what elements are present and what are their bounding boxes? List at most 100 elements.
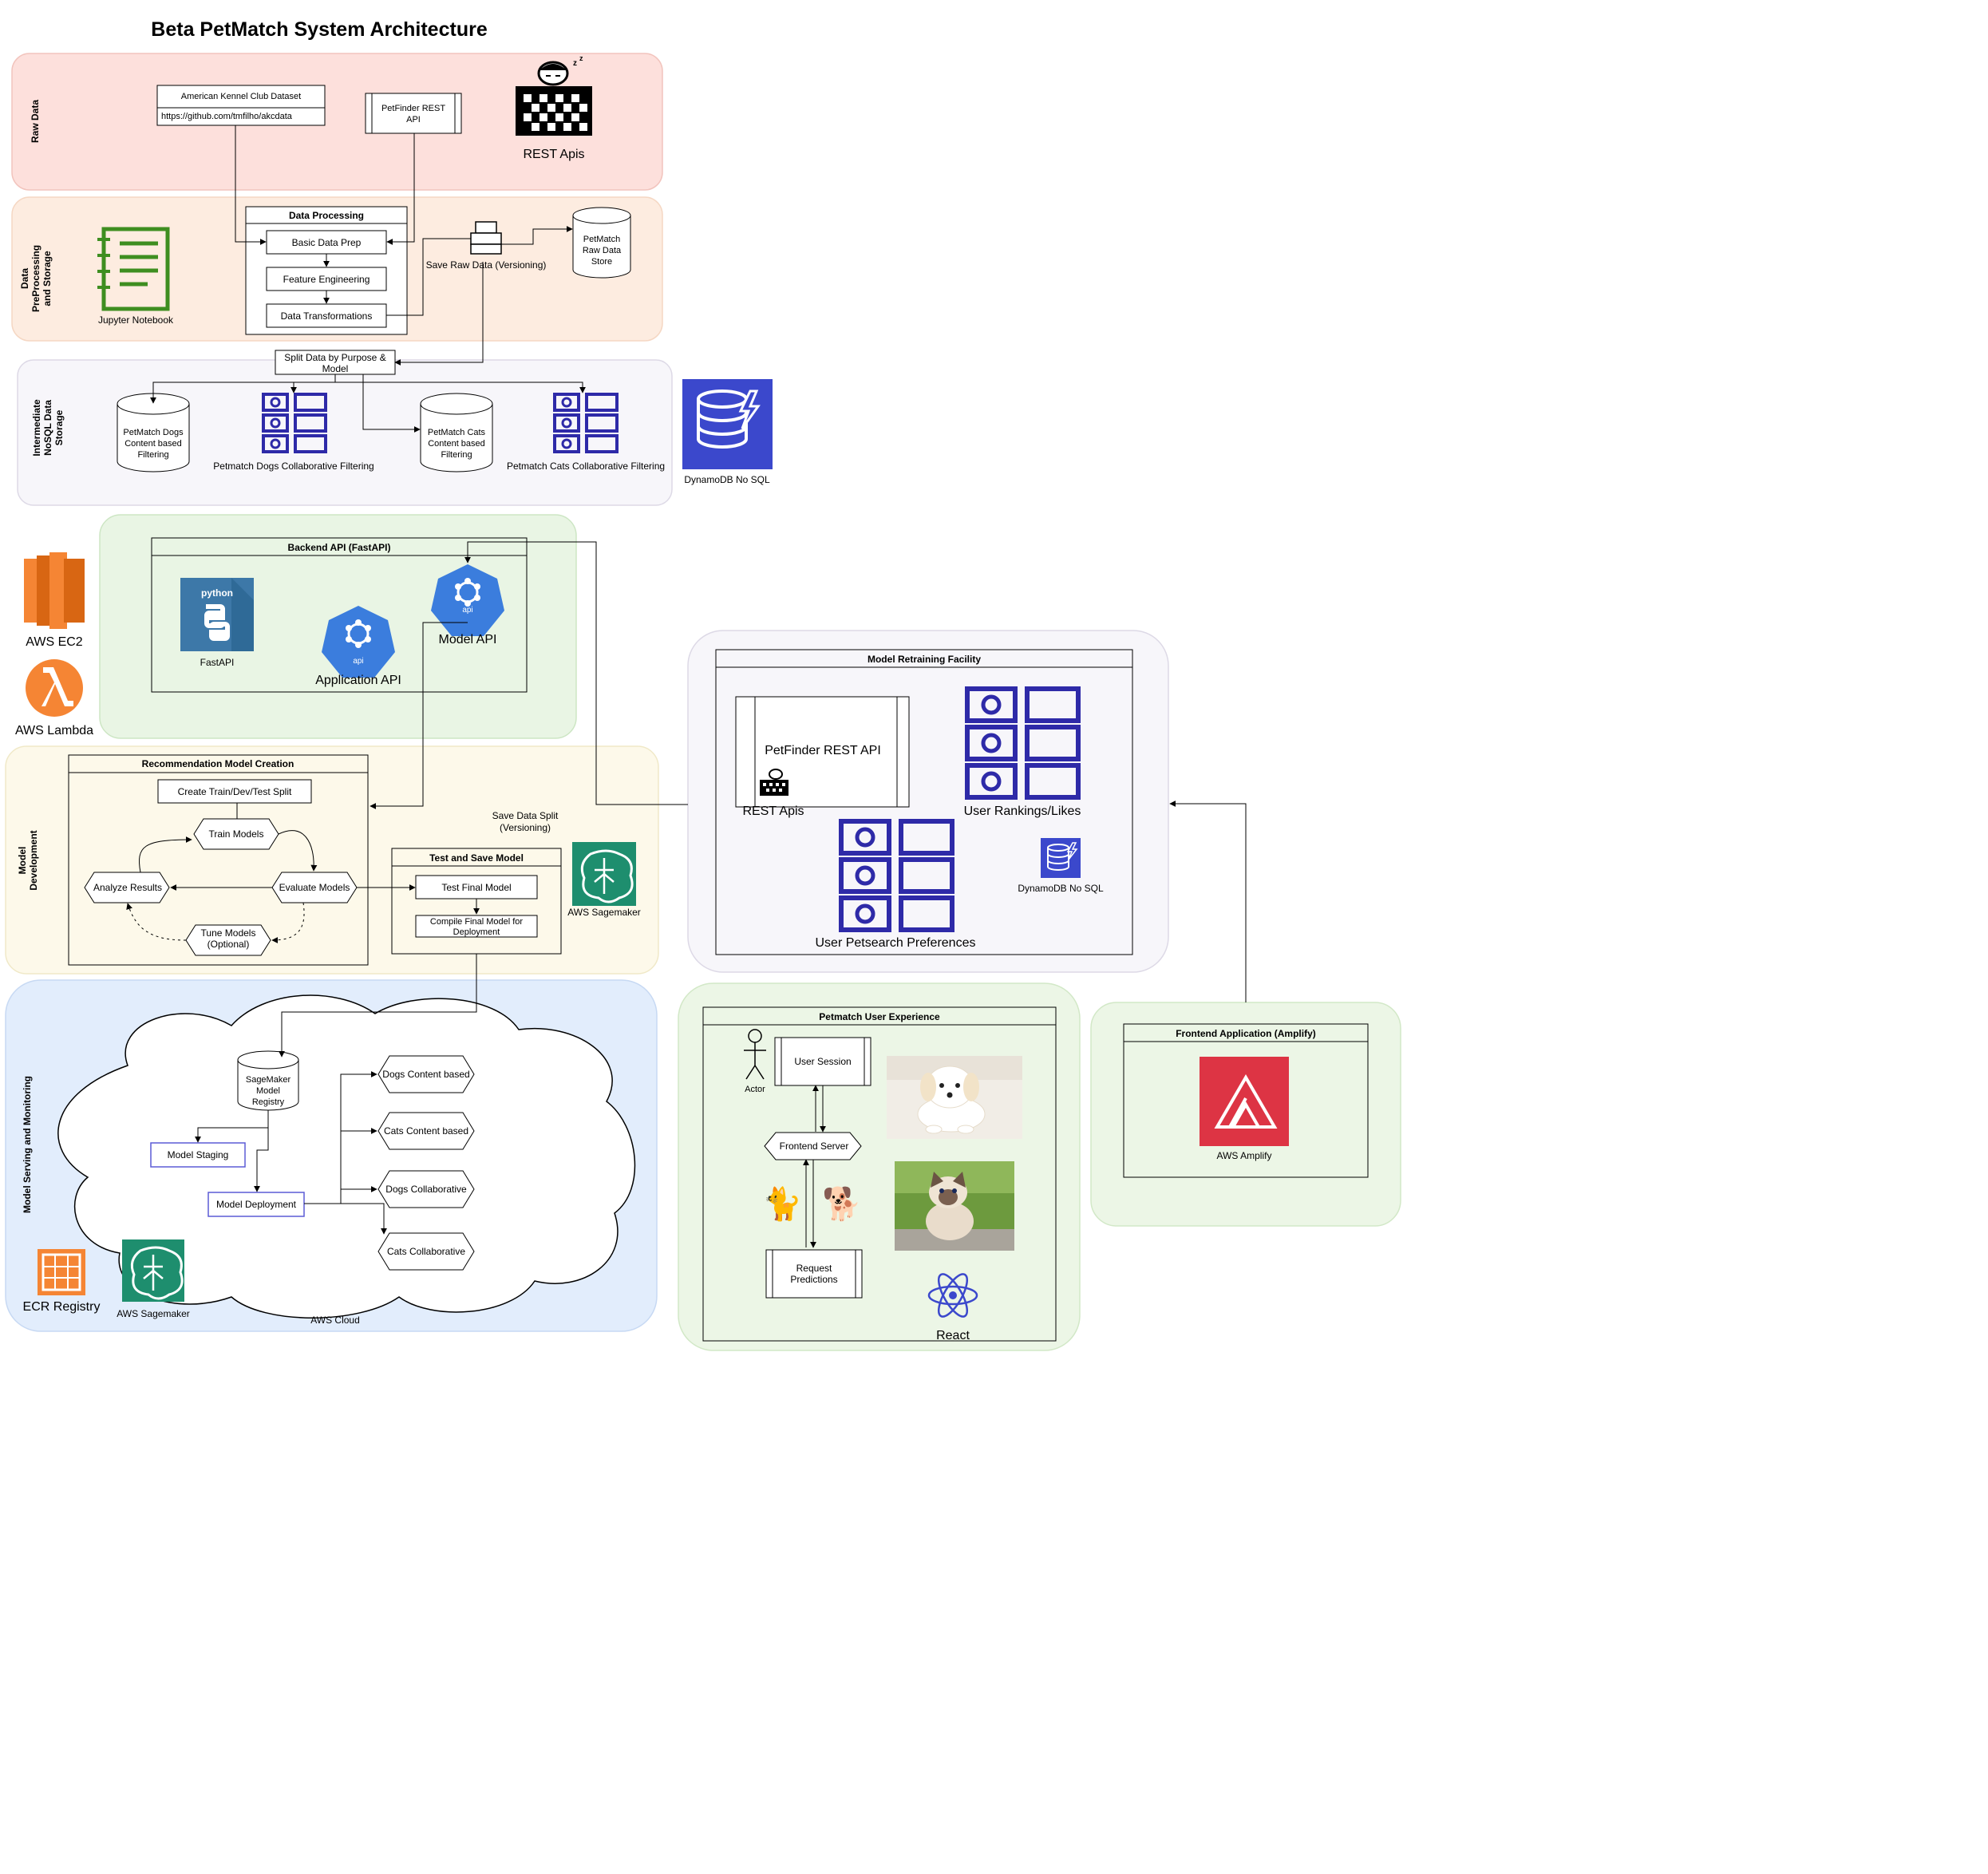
- basic-data-prep-step[interactable]: [266, 230, 387, 255]
- serving-lane: Model Serving and Monitoring AWS Cloud S…: [5, 979, 658, 1332]
- feature-engineering-step[interactable]: [266, 267, 387, 291]
- split-data-box[interactable]: Split Data by Purpose & Model: [275, 350, 396, 375]
- application-api-word: api: [353, 657, 363, 666]
- puppy-photo: [887, 1056, 1022, 1139]
- svg-text:Model: Model: [256, 1086, 280, 1096]
- cat-emoji-icon: 🐈: [762, 1185, 802, 1222]
- application-api-label: Application API: [315, 674, 401, 687]
- model-dev-lane-label-1: Model: [17, 847, 28, 875]
- model-creation-container: [68, 754, 369, 966]
- svg-text:Tune Models: Tune Models: [201, 927, 256, 939]
- endpoint-cats-content-label: Cats Content based: [384, 1125, 468, 1137]
- raw-store-line2: Raw Data: [583, 246, 622, 255]
- frontend-title: Frontend Application (Amplify): [1176, 1028, 1316, 1039]
- svg-text:Intermediate: Intermediate: [31, 399, 42, 457]
- retraining-dynamodb-label: DynamoDB No SQL: [1018, 883, 1104, 894]
- dynamodb-icon: DynamoDB No SQL: [682, 379, 773, 485]
- ux-lane: Petmatch User Experience Actor User Sess…: [678, 982, 1081, 1351]
- svg-text:(Optional): (Optional): [207, 939, 250, 950]
- model-api-word: api: [462, 606, 472, 615]
- model-staging-node[interactable]: [150, 1142, 246, 1168]
- endpoint-cats-collab[interactable]: [377, 1232, 475, 1271]
- application-api-icon[interactable]: api: [322, 606, 395, 678]
- save-raw-data-icon: [470, 221, 502, 255]
- data-processing-container: Data Processing Basic Data Prep Feature …: [245, 206, 408, 335]
- storage-lane-label-2: NoSQL Data: [42, 400, 53, 456]
- akc-dataset-box[interactable]: American Kennel Club Dataset https://git…: [156, 85, 326, 126]
- svg-text:Raw Data: Raw Data: [583, 246, 622, 255]
- compile-model-step[interactable]: [415, 915, 538, 938]
- model-api-icon[interactable]: api: [431, 564, 504, 636]
- tune-models-line1: Tune Models: [201, 927, 256, 939]
- fastapi-label: FastAPI: [200, 657, 235, 668]
- checker-blanket-icon: [516, 86, 592, 136]
- cats-content-line2: Content based: [428, 439, 485, 449]
- svg-text:Predictions: Predictions: [790, 1274, 837, 1285]
- sagemaker-registry-cylinder[interactable]: SageMaker Model Registry: [237, 1050, 299, 1111]
- model-deployment-node[interactable]: [207, 1192, 305, 1217]
- svg-text:Development: Development: [28, 830, 39, 890]
- analyze-results-node[interactable]: [84, 872, 170, 903]
- feature-engineering-label: Feature Engineering: [283, 274, 370, 285]
- dog-emoji-icon: 🐕: [822, 1185, 862, 1222]
- svg-text:PetMatch Dogs: PetMatch Dogs: [123, 428, 184, 437]
- cats-collab-label: Petmatch Cats Collaborative Filtering: [507, 461, 665, 472]
- connectors: [150, 125, 1247, 1058]
- cats-content-store-cylinder[interactable]: PetMatch Cats Content based Filtering: [420, 393, 493, 472]
- registry-line3: Registry: [252, 1097, 285, 1107]
- svg-text:Save Data Split: Save Data Split: [492, 810, 559, 821]
- endpoint-dogs-content-label: Dogs Content based: [382, 1069, 469, 1080]
- request-predictions-box[interactable]: Request Predictions: [765, 1249, 863, 1299]
- svg-text:Storage: Storage: [53, 409, 65, 445]
- user-prefs-label: User Petsearch Preferences: [816, 936, 976, 950]
- dogs-content-line1: PetMatch Dogs: [123, 428, 184, 437]
- request-predictions-line1: Request: [796, 1263, 832, 1274]
- storage-lane-label-3: Storage: [53, 409, 65, 445]
- preprocessing-lane: Data PreProcessing and Storage Jupyter N…: [11, 196, 663, 342]
- endpoint-dogs-collab[interactable]: [377, 1170, 475, 1208]
- split-data-line2: Model: [322, 363, 349, 374]
- svg-text:SageMaker: SageMaker: [246, 1075, 291, 1085]
- ecr-registry-icon: ECR Registry: [23, 1249, 100, 1314]
- frontend-server-label: Frontend Server: [780, 1141, 849, 1152]
- aws-cloud-label: AWS Cloud: [310, 1315, 360, 1326]
- evaluate-models-label: Evaluate Models: [279, 882, 350, 893]
- data-transformations-step[interactable]: [266, 303, 387, 328]
- frontend-server-node[interactable]: [764, 1132, 862, 1160]
- python-icon: python: [180, 578, 254, 651]
- create-split-step[interactable]: [157, 779, 312, 804]
- create-split-label: Create Train/Dev/Test Split: [178, 786, 292, 797]
- user-session-box[interactable]: User Session: [774, 1037, 871, 1086]
- storage-lane-label-1: Intermediate: [31, 399, 42, 457]
- compile-line2: Deployment: [453, 927, 500, 937]
- dogs-content-line2: Content based: [124, 439, 182, 449]
- rest-apis-label: REST Apis: [523, 148, 584, 161]
- train-models-label: Train Models: [209, 828, 264, 840]
- frontend-container: [1123, 1023, 1369, 1178]
- endpoint-cats-content[interactable]: [377, 1112, 475, 1150]
- ux-title: Petmatch User Experience: [819, 1011, 940, 1022]
- endpoint-dogs-content[interactable]: [377, 1055, 475, 1093]
- petfinder-api-line1: PetFinder REST: [381, 104, 445, 113]
- tune-models-node[interactable]: [185, 924, 271, 956]
- user-session-label: User Session: [794, 1056, 851, 1067]
- test-final-model-step[interactable]: [415, 875, 538, 899]
- svg-text:PetMatch: PetMatch: [583, 235, 620, 244]
- jupyter-notebook-label: Jupyter Notebook: [98, 314, 174, 326]
- dogs-collab-table-icon: [262, 393, 327, 453]
- petfinder-rest-api-box[interactable]: PetFinder REST API: [365, 93, 462, 134]
- raw-data-store-cylinder[interactable]: PetMatch Raw Data Store: [572, 207, 631, 279]
- request-predictions-line2: Predictions: [790, 1274, 837, 1285]
- svg-text:Content based: Content based: [428, 439, 485, 449]
- svg-text:API: API: [406, 115, 421, 125]
- jupyter-notebook-icon: Jupyter Notebook: [97, 227, 174, 326]
- react-icon: [927, 1273, 978, 1318]
- save-raw-data-label: Save Raw Data (Versioning): [426, 259, 547, 271]
- basic-data-prep-label: Basic Data Prep: [292, 237, 362, 248]
- rest-apis-icon: z z REST Apis: [516, 54, 592, 161]
- actor-figure: Actor: [744, 1029, 766, 1094]
- raw-store-line1: PetMatch: [583, 235, 620, 244]
- dogs-content-store-cylinder[interactable]: PetMatch Dogs Content based Filtering: [117, 393, 190, 472]
- preprocessing-lane-label-2: PreProcessing: [30, 245, 41, 312]
